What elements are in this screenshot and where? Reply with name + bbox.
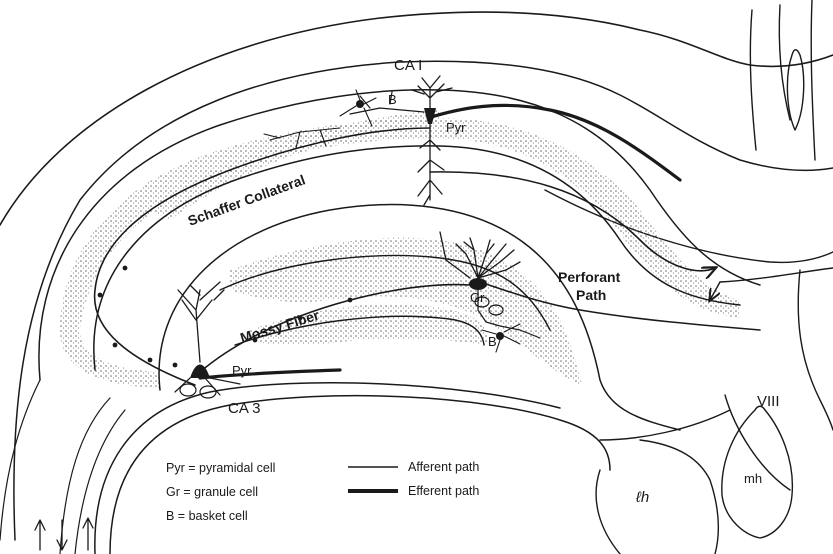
bottom-arrows [35, 518, 93, 550]
label-pyr-ca1: Pyr [446, 120, 466, 135]
label-perforant-line1: Perforant [558, 269, 621, 285]
legend-gr: Gr = granule cell [166, 485, 258, 499]
legend: Pyr = pyramidal cell Gr = granule cell B… [166, 460, 479, 523]
label-perforant-line2: Path [576, 287, 606, 303]
label-gr: Gr [470, 290, 485, 305]
label-pyr-ca3: Pyr [232, 363, 252, 378]
label-lh: ℓh [635, 489, 649, 506]
label-basket-dg: B [488, 334, 497, 349]
legend-b: B = basket cell [166, 509, 248, 523]
label-mh: mh [744, 471, 762, 486]
legend-pyr: Pyr = pyramidal cell [166, 461, 275, 475]
label-basket-ca1: B [388, 92, 397, 107]
legend-afferent: Afferent path [408, 460, 479, 474]
label-ca1: CA I [394, 57, 422, 74]
label-viii: VIII [757, 393, 780, 410]
legend-efferent: Efferent path [408, 484, 479, 498]
label-ca3: CA 3 [228, 400, 261, 417]
